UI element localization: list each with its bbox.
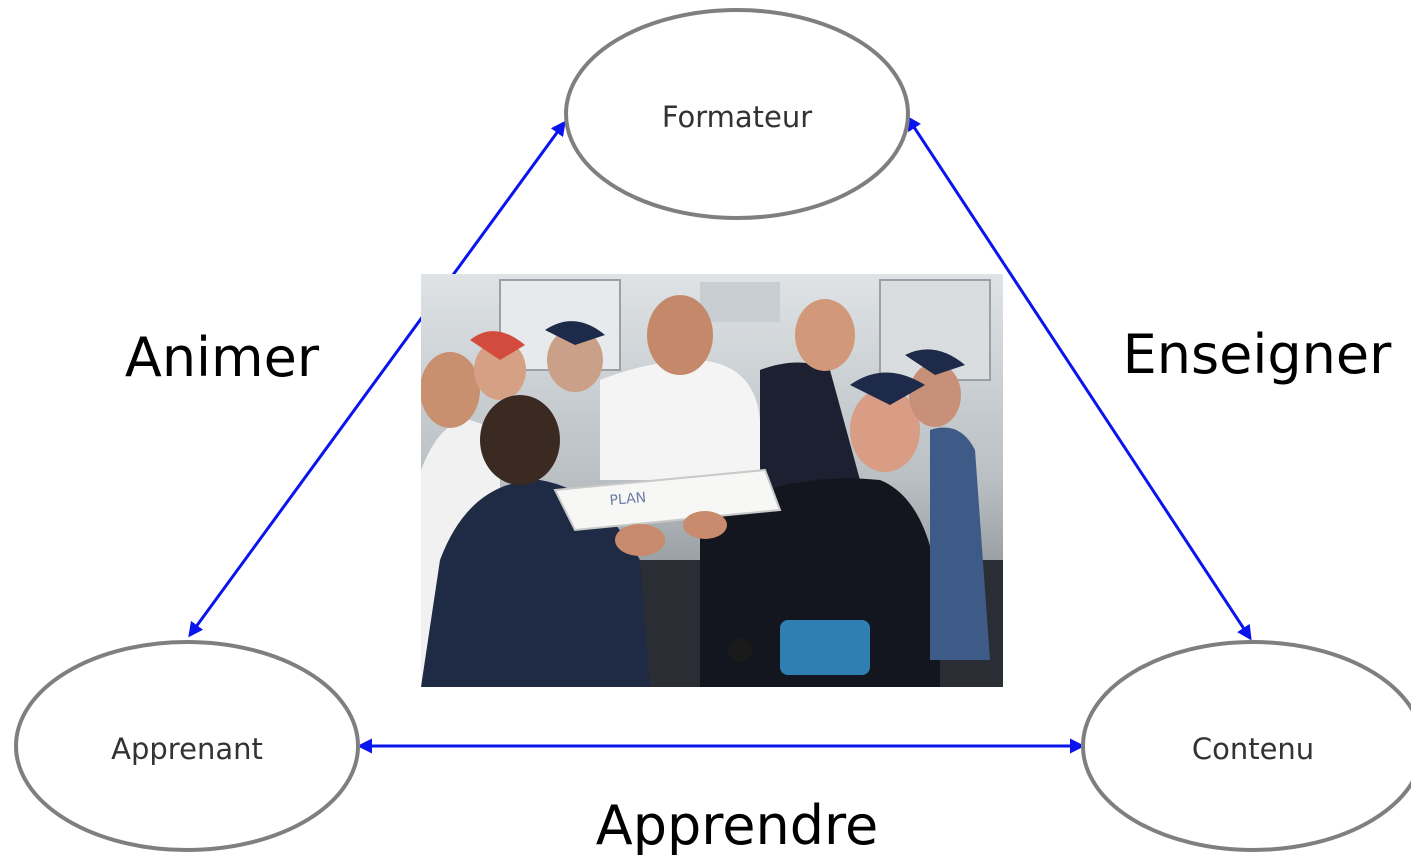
node-contenu: Contenu bbox=[1081, 640, 1411, 852]
edge-animer-arrow bbox=[188, 120, 566, 638]
edge-enseigner-arrow bbox=[906, 115, 1252, 641]
edge-label-enseigner: Enseigner bbox=[1123, 323, 1392, 386]
node-formateur-label: Formateur bbox=[662, 100, 812, 134]
node-contenu-label: Contenu bbox=[1192, 732, 1314, 766]
node-apprenant-label: Apprenant bbox=[111, 732, 263, 766]
group-discussion-photo: PLAN bbox=[421, 274, 1003, 687]
whiteboard-scribble: PLAN bbox=[609, 490, 647, 509]
edge-label-apprendre: Apprendre bbox=[596, 794, 878, 855]
node-formateur: Formateur bbox=[564, 8, 910, 220]
node-apprenant: Apprenant bbox=[14, 640, 360, 852]
edge-label-animer: Animer bbox=[125, 326, 320, 389]
